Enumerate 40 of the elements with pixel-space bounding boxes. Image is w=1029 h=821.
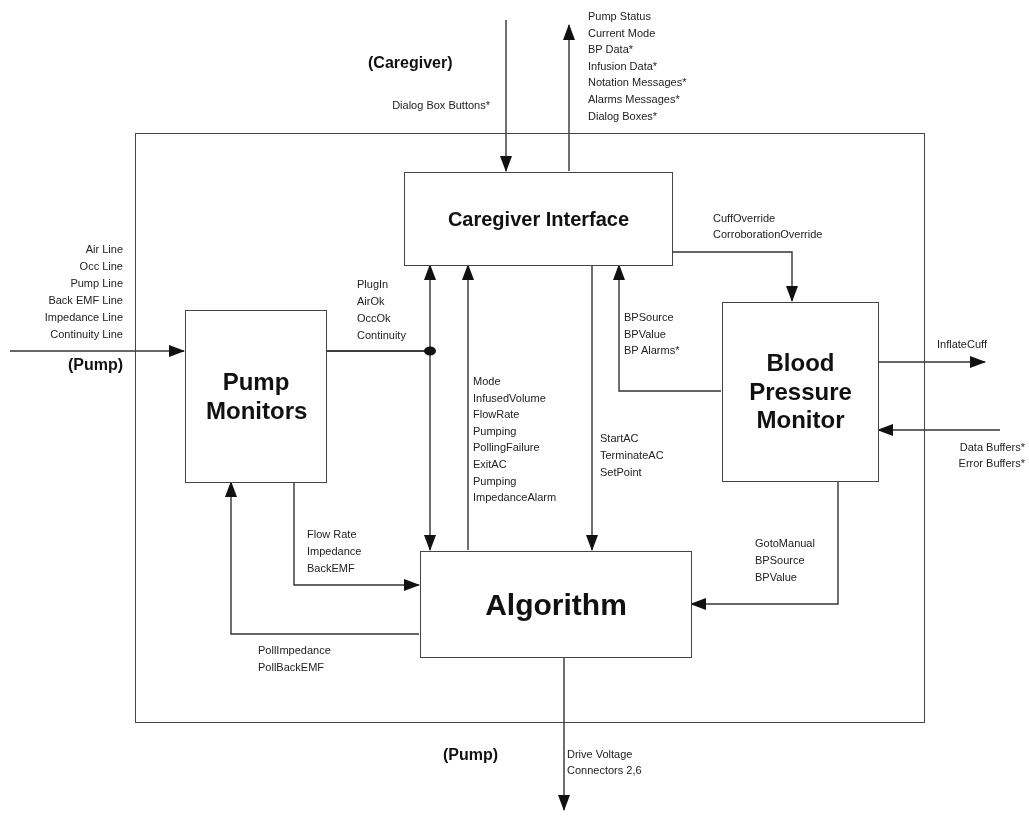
arrow [690,480,839,610]
edge-label: Mode InfusedVolume FlowRate Pumping PollingFailure ExitAC Pumping ImpedanceAlarm [473,374,557,506]
process-box [404,172,673,266]
edge-label: Dialog Box Buttons* [392,98,490,113]
edge-label: Data Buffers* Error Buffers* [958,440,1025,471]
edge-label: PollImpedance PollBackEMF [258,643,331,675]
edge-label: PlugIn AirOk OccOk Continuity [357,277,406,343]
arrow [671,251,798,302]
arrow [558,656,570,811]
edge-label: StartAC TerminateAC SetPoint [600,431,664,480]
external-entity-label: (Pump) [443,746,499,764]
arrow [613,264,722,392]
process-box [420,551,692,658]
edge-label: Flow Rate Impedance BackEMF [307,527,362,576]
process-box [185,310,327,483]
edge-label: Air Line Occ Line Pump Line Back EMF Line Impedance Line Continuity Line [44,242,123,342]
edge-label: Drive Voltage Connectors 2,6 [567,747,642,778]
block-title: Pump Monitors [206,367,306,426]
process-box [722,302,879,482]
arrow [462,264,474,551]
edge-label: GotoManual BPSource BPValue [755,536,815,585]
arrow [500,19,512,172]
edge-label: CuffOverride CorroborationOverride [713,211,823,242]
block-title: Algorithm [485,586,627,623]
arrow [563,24,575,172]
edge-label: InflateCuff [937,337,987,352]
external-entity-label: (Caregiver) [368,54,453,72]
arrow [586,264,598,551]
edge-label: Pump Status Current Mode BP Data* Infusion Data* Notation Messages* Alarms Messages* Dialog Boxes* [588,9,687,124]
block-title: Caregiver Interface [447,207,630,231]
arrow [325,350,436,551]
external-entity-label: (Pump) [67,356,123,374]
edge-label: BPSource BPValue BP Alarms* [624,310,680,359]
arrow [9,345,185,357]
arrow [877,424,1001,436]
block-title: Blood Pressure Monitor [748,348,853,436]
system-boundary-box [135,133,925,723]
arrow [225,481,420,635]
arrow [877,356,986,368]
arrow [293,481,420,591]
